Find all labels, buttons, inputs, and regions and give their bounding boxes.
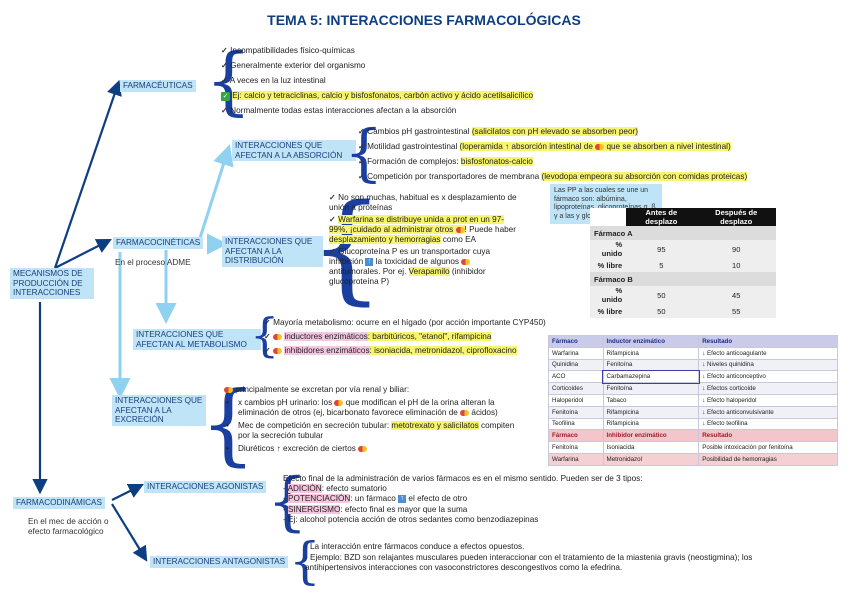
- table-group: Fármaco A: [590, 226, 776, 240]
- excrecion-text: principalmente se excretan por vía renal…: [224, 385, 515, 453]
- farmacocineticas-node: FARMACOCINÉTICAS: [113, 237, 204, 249]
- antagonistas-line: antihipertensivos interacciones con vaso…: [305, 563, 623, 572]
- brace-farmaceuticas: {: [205, 38, 253, 124]
- metabolismo-item: Mayoría metabolismo: ocurre en el hígado…: [273, 318, 546, 327]
- distribucion-text: ✓ No son muchas, habitual es x desplazam…: [329, 193, 517, 286]
- check-icon: ✓: [358, 172, 365, 181]
- check-icon: ✓: [329, 247, 336, 256]
- inhibidores-label: inhibidores enzimáticos: [284, 346, 370, 355]
- brace-excrecion: {: [200, 372, 256, 475]
- farmacodinamicas-node: FARMACODINÁMICAS: [13, 497, 105, 509]
- table-header: Antes de desplazo: [626, 208, 697, 226]
- table-group: Fármaco B: [590, 272, 776, 286]
- absorcion-note: bisfosfonatos-calcio: [460, 157, 533, 166]
- farm-example: Ej: calcio y tetraciclinas, calcio y bis…: [232, 91, 534, 100]
- inductores-label: inductores enzimáticos: [284, 332, 368, 341]
- check-icon: ✓: [221, 61, 228, 70]
- absorcion-node: INTERACCIONES QUE AFECTAN A LA ABSORCIÓN: [232, 140, 356, 161]
- table-header: Después de desplazo: [696, 208, 776, 226]
- pill-icon: [224, 386, 233, 393]
- pill-icon: [595, 143, 605, 150]
- brace-antagonistas: {: [289, 532, 321, 590]
- agonistas-intro: Efecto final de la administración de var…: [283, 474, 643, 483]
- farmaceuticas-node: FARMACÉUTICAS: [120, 80, 196, 92]
- binding-table: Antes de desplazo Después de desplazo Fá…: [590, 208, 776, 318]
- farmacodinamicas-note: En el mec de acción o efecto farmacológi…: [28, 517, 109, 536]
- pill-icon: [273, 347, 283, 354]
- check-icon: ✓: [221, 46, 228, 55]
- agonistas-example: - Ej: alcohol potencia acción de otros s…: [283, 515, 539, 524]
- check-icon: ✓: [358, 127, 365, 136]
- increase-icon: ↑: [365, 257, 374, 266]
- pill-icon: [460, 409, 470, 416]
- antagonistas-line: - Ejemplo: BZD son relajantes musculares…: [305, 553, 753, 562]
- agonistas-node: INTERACCIONES AGONISTAS: [144, 481, 267, 493]
- excrecion-node: INTERACCIONES QUE AFECTAN A LA EXCRECIÓN: [112, 395, 206, 426]
- brace-distribucion: {: [309, 178, 385, 316]
- antagonistas-line: - La interacción entre fármacos conduce …: [305, 542, 525, 551]
- brace-absorcion: {: [344, 116, 384, 189]
- distribucion-node: INTERACCIONES QUE AFECTAN A LA DISTRIBUC…: [222, 236, 323, 267]
- check-icon: ✓: [264, 318, 271, 327]
- check-icon: ✓: [221, 76, 228, 85]
- farm-item: Normalmente todas estas interacciones af…: [230, 106, 457, 115]
- increase-icon: ↑: [398, 494, 407, 503]
- check-icon: ✓: [329, 193, 336, 202]
- page-title: TEMA 5: INTERACCIONES FARMACOLÓGICAS: [267, 12, 581, 28]
- metabolismo-node: INTERACCIONES QUE AFECTAN AL METABOLISMO: [133, 329, 261, 350]
- antagonistas-node: INTERACCIONES ANTAGONISTAS: [150, 556, 289, 568]
- protein-info-box: Las PP a las cuales se une un fármaco so…: [550, 184, 662, 224]
- absorcion-note: (levodopa empeora su absorción con comid…: [541, 172, 748, 181]
- absorcion-note: (salicilatos con pH elevado se absorben …: [471, 127, 638, 136]
- check-icon: ✓: [221, 106, 228, 115]
- farm-item: Generalmente exterior del organismo: [230, 61, 366, 70]
- root-node: MECANISMOS DE PRODUCCIÓN DE INTERACCIONE…: [10, 268, 94, 299]
- pill-icon: [455, 226, 465, 233]
- check-icon: ✓: [358, 157, 365, 166]
- sinergismo-label: SINERGISMO: [288, 505, 341, 514]
- farmacocineticas-note: En el proceso ADME: [115, 258, 191, 267]
- pill-icon: [334, 399, 344, 406]
- farm-item: A veces en la luz intestinal: [229, 76, 326, 85]
- check-icon: ✓: [358, 142, 365, 151]
- pill-icon: [273, 333, 283, 340]
- pill-icon: [358, 445, 368, 452]
- potenciacion-label: POTENCIACIÓN: [288, 494, 351, 503]
- farm-item: Incompatibilidades físico-químicas: [230, 46, 355, 55]
- pill-icon: [461, 258, 471, 265]
- adicion-label: ADICIÓN: [287, 484, 322, 493]
- green-check-icon: ✓: [221, 92, 230, 101]
- check-icon: ✓: [329, 215, 336, 224]
